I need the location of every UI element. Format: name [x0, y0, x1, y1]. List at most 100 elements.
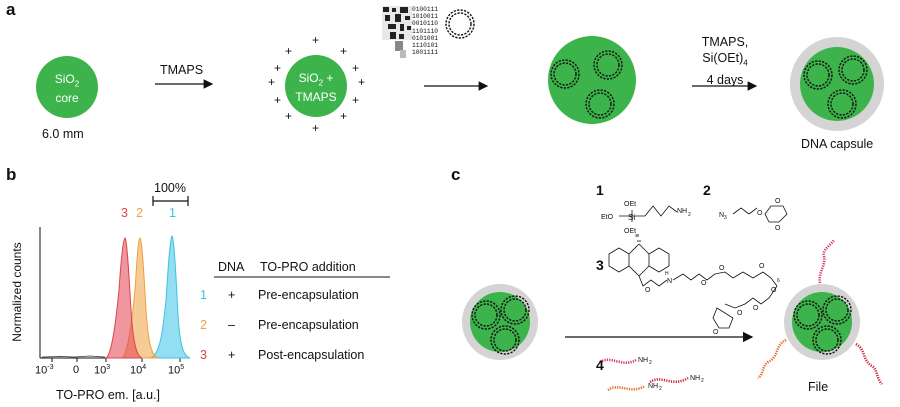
svg-text:EtO: EtO	[601, 214, 614, 221]
svg-text:O: O	[759, 263, 765, 270]
chem-structure-1	[619, 205, 678, 222]
table-row-3-addition: Post-encapsulation	[258, 348, 365, 362]
x-tick-label-3: 103	[94, 364, 111, 377]
chem-structure-2	[732, 205, 788, 223]
x-ticks	[51, 358, 181, 362]
table-row-2-addition: Pre-encapsulation	[258, 318, 359, 332]
svg-text:NH: NH	[648, 383, 658, 390]
panel-letter-b: b	[6, 165, 17, 184]
svg-text:O: O	[753, 305, 759, 312]
svg-text:O: O	[719, 265, 725, 272]
svg-text:+: +	[340, 109, 347, 123]
x-tick-label-2: 0	[73, 364, 80, 376]
data-pixel-icon	[382, 6, 412, 58]
baseline-noise	[41, 355, 106, 358]
silica-core-particle	[36, 56, 98, 118]
x-tick-label-1: 10-3	[35, 364, 54, 377]
panel-letter-a: a	[6, 0, 16, 19]
svg-text:+: +	[268, 75, 275, 89]
svg-text:O: O	[771, 287, 777, 294]
svg-text:OEt: OEt	[624, 201, 636, 208]
svg-text:2: 2	[688, 212, 691, 218]
svg-text:+: +	[285, 109, 292, 123]
positive-charges: + + + + + + + + + + + +	[268, 33, 365, 135]
svg-text:O: O	[775, 198, 781, 205]
svg-text:NH: NH	[677, 208, 687, 215]
dna-strands-reagent-4	[599, 358, 689, 392]
chem-structure-3-labels: ≡ O N H O O O 6 O O O O	[635, 233, 780, 336]
svg-text:H: H	[665, 271, 669, 277]
svg-text:3: 3	[724, 215, 727, 221]
svg-text:O: O	[757, 210, 763, 217]
chem-structure-3	[608, 240, 778, 329]
capsule-label: DNA capsule	[801, 137, 874, 151]
svg-text:≡: ≡	[635, 233, 639, 240]
svg-text:2: 2	[659, 386, 662, 392]
x-tick-label-4: 104	[130, 364, 147, 377]
svg-text:Si: Si	[628, 213, 635, 222]
svg-text:O: O	[775, 225, 781, 232]
svg-text:+: +	[312, 33, 319, 47]
dna-plasmid-icon	[445, 9, 475, 39]
table-header-dna: DNA	[218, 260, 245, 274]
table-row-3-dna: +	[228, 348, 236, 362]
histogram-series-1	[149, 235, 191, 359]
file-label: File	[808, 380, 829, 394]
reagent-number-4: 4	[596, 357, 604, 373]
svg-text:6: 6	[777, 278, 780, 284]
svg-text:+: +	[358, 75, 365, 89]
peak-label-1: 1	[169, 206, 176, 220]
panel-letter-c: c	[451, 165, 461, 184]
binary-data-block: 0100111 1010011 0010110 1101110 0101001 …	[412, 6, 438, 57]
svg-text:N: N	[667, 278, 672, 285]
svg-text:O: O	[645, 287, 651, 294]
core-size-label: 6.0 mm	[42, 127, 84, 141]
svg-text:+: +	[340, 44, 347, 58]
svg-text:+: +	[352, 61, 359, 75]
scale-bar	[152, 196, 189, 206]
table-row-2-dna: –	[228, 318, 235, 332]
table-row-1-id: 1	[200, 288, 207, 302]
reagent-number-1: 1	[596, 182, 604, 198]
step1-reagent-label: TMAPS	[160, 63, 204, 77]
table-row-1-addition: Pre-encapsulation	[258, 288, 359, 302]
svg-text:+: +	[352, 93, 359, 107]
svg-text:OEt: OEt	[624, 228, 636, 235]
table-row-3-id: 3	[200, 348, 207, 362]
peak-label-3: 3	[121, 206, 128, 220]
svg-text:N: N	[719, 212, 724, 219]
svg-text:+: +	[274, 61, 281, 75]
tmaps-coated-particle	[285, 55, 347, 117]
core-label: SiO2 core	[54, 72, 80, 106]
svg-text:O: O	[713, 329, 719, 336]
svg-text:2: 2	[649, 360, 652, 366]
capsule-before-core	[470, 292, 530, 352]
table-row-1-dna: +	[228, 288, 236, 302]
svg-text:+: +	[285, 44, 292, 58]
x-axis-label: TO-PRO em. [a.u.]	[56, 388, 160, 402]
svg-text:O: O	[701, 280, 707, 287]
reagent-number-2: 2	[703, 182, 711, 198]
svg-text:+: +	[312, 121, 319, 135]
svg-text:2: 2	[701, 378, 704, 384]
svg-text:NH: NH	[638, 357, 648, 364]
table-header-addition: TO-PRO addition	[260, 260, 356, 274]
reagent-number-3: 3	[596, 257, 604, 273]
chem-structure-1-labels: OEt EtO Si OEt NH 2	[601, 201, 691, 235]
svg-text:O: O	[737, 310, 743, 317]
attached-dna-strands	[757, 239, 883, 385]
peak-label-2: 2	[136, 206, 143, 220]
histogram-series-3	[104, 237, 143, 359]
scale-bar-label: 100%	[154, 181, 186, 195]
svg-text:NH: NH	[690, 375, 700, 382]
coated-particle-label: SiO2 + TMAPS	[295, 71, 337, 105]
step3-reagent-label: TMAPS, Si(OEt)4 4 days	[701, 35, 749, 87]
svg-text:+: +	[274, 93, 281, 107]
y-axis-label: Normalized counts	[10, 242, 24, 342]
table-row-2-id: 2	[200, 318, 207, 332]
x-tick-label-5: 105	[168, 364, 185, 377]
dna-capsule-core	[800, 47, 874, 121]
